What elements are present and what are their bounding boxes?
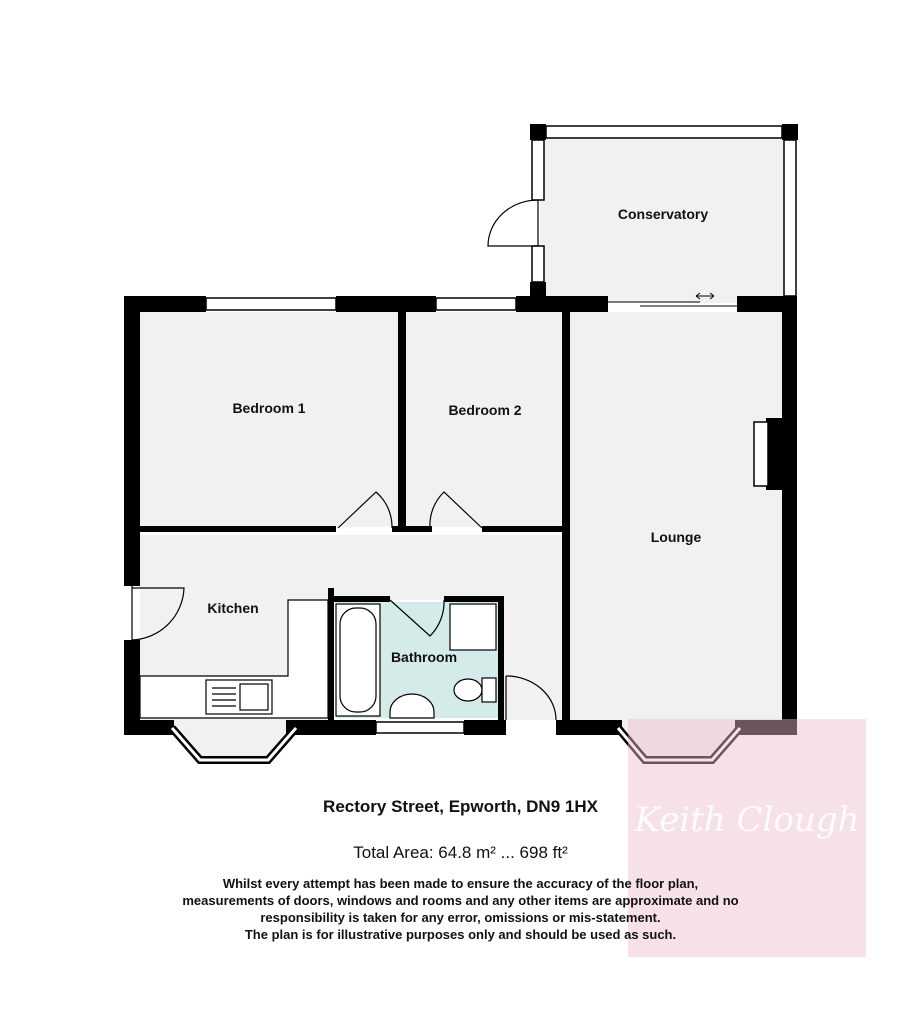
disclaimer-line: responsibility is taken for any error, o…: [260, 910, 661, 925]
kitchen-bay-floor: [168, 720, 292, 762]
kitchen-door: [131, 586, 185, 641]
lounge-floor: [568, 312, 782, 720]
kitchen-fittings: [139, 599, 329, 719]
conservatory-right-glazing: [783, 139, 797, 297]
bedroom2-window: [435, 297, 517, 311]
sliding-arrow-icon: [695, 292, 715, 300]
sliding-door: [608, 292, 737, 307]
watermark-background: [628, 719, 866, 957]
disclaimer: Whilst every attempt has been made to en…: [0, 875, 921, 943]
hall-floor: [330, 535, 568, 600]
room-labels: Conservatory Bedroom 1 Bedroom 2 Lounge …: [207, 206, 708, 665]
bedroom2-floor: [402, 312, 568, 527]
property-address: Rectory Street, Epworth, DN9 1HX: [323, 797, 598, 816]
toilet: [453, 678, 483, 702]
total-area: Total Area: 64.8 m² ... 698 ft²: [353, 843, 568, 862]
doors: [131, 199, 557, 721]
disclaimer-line: The plan is for illustrative purposes on…: [244, 927, 677, 942]
room-label-bathroom: Bathroom: [391, 649, 457, 665]
disclaimer-line: Whilst every attempt has been made to en…: [222, 876, 699, 891]
bathroom-door: [389, 599, 445, 637]
shower-tray: [449, 603, 497, 651]
room-label-conservatory: Conservatory: [618, 206, 708, 222]
bedroom1-window: [205, 297, 337, 311]
disclaimer-line: measurements of doors, windows and rooms…: [182, 893, 739, 908]
hall-lower-floor: [502, 600, 568, 720]
room-label-lounge: Lounge: [651, 529, 702, 545]
fireplace-hearth: [753, 421, 769, 487]
room-label-kitchen: Kitchen: [207, 600, 258, 616]
bedroom1-door: [337, 491, 393, 529]
windows: [205, 125, 797, 734]
kitchen-counter: [139, 599, 329, 719]
hall-door: [505, 675, 557, 721]
walls: [124, 124, 798, 735]
lounge-bay-floor: [614, 720, 742, 762]
conservatory-left-glazing-top: [531, 139, 545, 201]
bathroom-fittings: [335, 603, 497, 719]
conservatory-floor: [540, 135, 785, 303]
watermark-logo: Keith Clough: [634, 800, 860, 840]
basin: [389, 693, 435, 719]
conservatory-door: [487, 199, 539, 247]
conservatory-top-glazing: [545, 125, 783, 139]
room-floors: [140, 135, 785, 762]
bathroom-window: [375, 721, 465, 734]
room-label-bedroom1: Bedroom 1: [232, 400, 305, 416]
bedroom1-floor: [140, 312, 402, 527]
bedroom2-door: [429, 491, 483, 529]
conservatory-left-glazing-bottom: [531, 245, 545, 283]
room-label-bedroom2: Bedroom 2: [448, 402, 521, 418]
